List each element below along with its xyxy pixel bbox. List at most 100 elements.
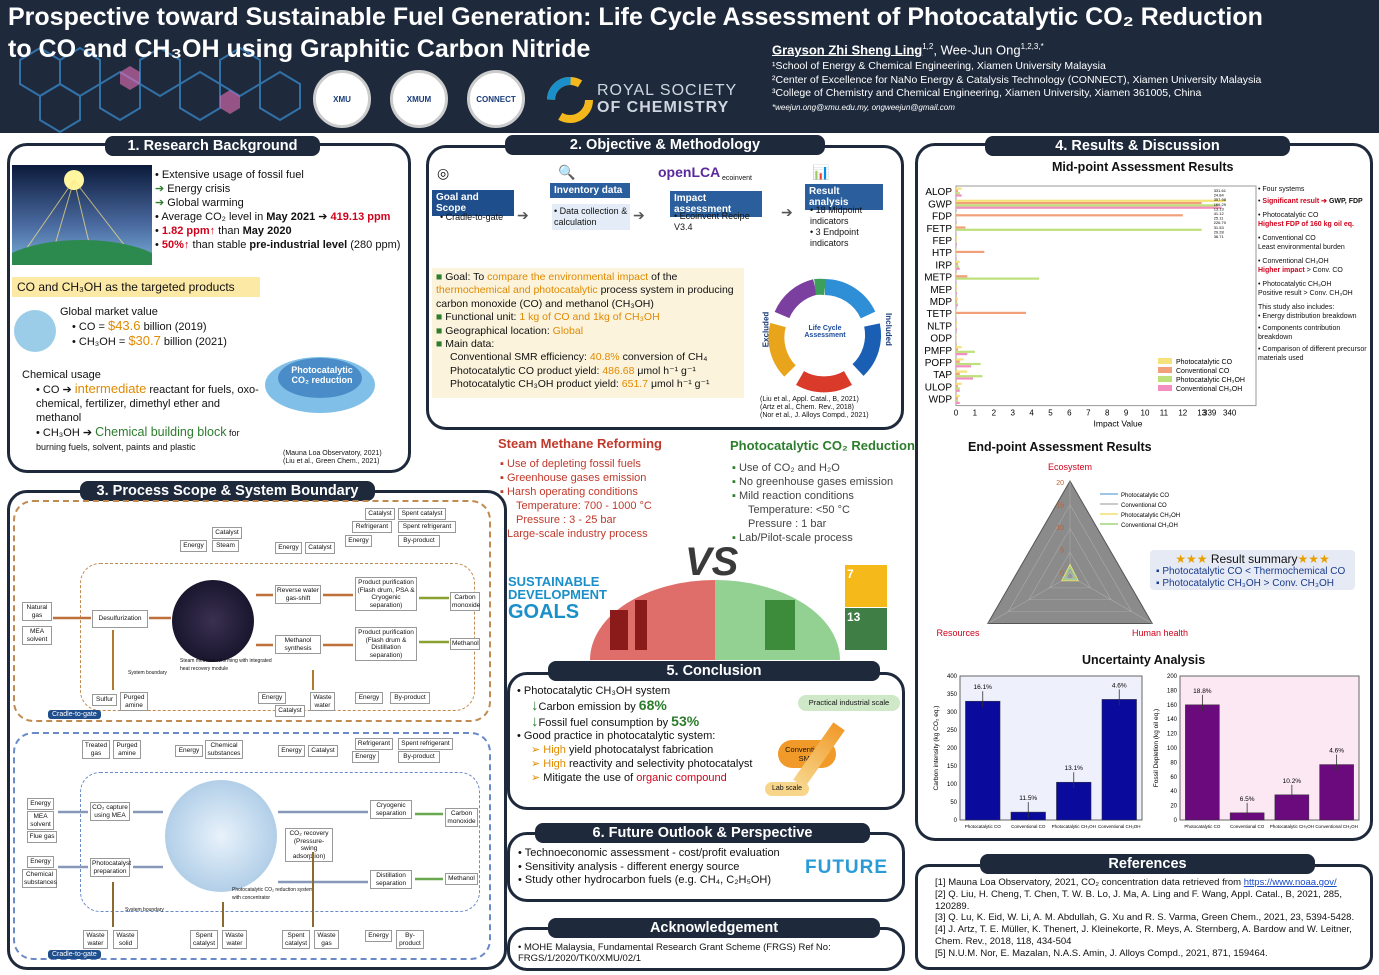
radar-grid: [1048, 551, 1092, 589]
mid-category-label: ALOP: [925, 187, 952, 198]
unc-xtick: Conventional CH₃OH: [1098, 824, 1141, 829]
unc-ytick: 200: [947, 746, 958, 752]
mid-category-label: FEP: [933, 236, 953, 247]
mid-bar: [956, 236, 957, 239]
mid-bar: [956, 226, 966, 229]
photo-list: ▪ Use of CO₂ and H₂O ▪ No greenhouse gas…: [732, 462, 894, 544]
unc-bar: [1319, 764, 1354, 821]
mid-bar: [956, 289, 957, 292]
unc-ytick: 50: [950, 800, 957, 806]
mid-category-label: METP: [924, 273, 952, 284]
section4-title: 4. Results & Discussion: [985, 136, 1290, 156]
hexagon-decoration: [19, 46, 301, 133]
co2-capture-box: CO₂ capture using MEA: [90, 802, 130, 821]
mid-category-label: ODP: [930, 334, 952, 345]
radar-series: [1065, 570, 1075, 579]
meth-syn-box: Methanol synthesis: [275, 635, 321, 654]
arrow-up-icon: ↑: [183, 239, 190, 251]
chemical-usage: Chemical usage • CO ➔ intermediate react…: [22, 369, 259, 452]
mid-bar: [956, 346, 962, 349]
mid-bar: [956, 321, 957, 324]
mid-bar: [956, 326, 957, 329]
mid-tick-label: 7: [1086, 409, 1091, 418]
mid-bar: [956, 285, 957, 288]
connect-logo: CONNECT: [467, 70, 525, 128]
mid-bar: [956, 299, 957, 302]
mid-bar-label: 41.12: [1214, 211, 1225, 216]
radar-axis: [987, 575, 1071, 624]
sdg7-icon: 7: [845, 565, 887, 607]
references-panel: [915, 864, 1373, 970]
mid-category-label: WDP: [929, 395, 953, 406]
market-icon: [14, 310, 56, 352]
unc-bar-label: 11.5%: [1019, 795, 1037, 802]
mid-bar-label: 25.11: [1214, 216, 1224, 221]
mid-category-label: FETP: [926, 224, 952, 235]
section3-title: 3. Process Scope & System Boundary: [80, 481, 375, 501]
mid-bar-label: 331.61: [1214, 188, 1227, 193]
mid-bar: [956, 216, 957, 219]
unc-ytick: 0: [954, 818, 958, 824]
mid-bar: [956, 365, 972, 368]
smr-list: ▪ Use of depleting fossil fuels ▪ Greenh…: [500, 458, 652, 540]
mid-bar: [956, 240, 957, 244]
mid-category-label: IRP: [935, 260, 952, 271]
background-bullets: • Extensive usage of fossil fuel ➔ Energ…: [155, 169, 401, 251]
mid-bar: [956, 267, 960, 270]
mid-tick-label: 4: [1029, 409, 1034, 418]
mid-bar-label: 24.84: [1214, 193, 1225, 198]
mid-tick-label: 10: [1141, 409, 1150, 418]
mid-bar: [956, 358, 964, 361]
s2-citations: (Liu et al., Appl. Catal., B, 2021)(Artz…: [760, 396, 869, 419]
mid-bar-label: 31.53: [1214, 225, 1225, 230]
mid-category-label: HTP: [932, 248, 952, 259]
mid-bar: [956, 199, 1226, 202]
future-list: • Technoeconomic assessment - cost/profi…: [518, 847, 780, 886]
mid-bar: [956, 279, 957, 282]
radar-label-top: Ecosystem: [1048, 462, 1092, 472]
photocatalytic-boundary: [13, 732, 491, 960]
arrow-right-icon: ➔: [517, 207, 529, 223]
mid-tick-label: 1: [973, 409, 978, 418]
mid-bar: [956, 277, 1040, 280]
unc-ytick: 120: [1167, 732, 1178, 738]
unc-ytick: 80: [1170, 760, 1177, 766]
mid-bar: [956, 340, 957, 343]
mid-category-label: ULOP: [925, 382, 953, 393]
unc-ytick: 300: [947, 710, 958, 716]
conclusion-list: • Photocatalytic CH₃OH system ↓Carbon em…: [517, 685, 753, 784]
lca-cycle-diagram: Life Cycle Assessment Excluded Included: [760, 275, 893, 395]
mid-legend-swatch: [1158, 376, 1172, 382]
mid-xlabel: Impact Value: [1094, 419, 1143, 429]
unc-bar: [1185, 704, 1220, 821]
unc-xtick: Photocatalytic CH₃OH: [1052, 824, 1096, 829]
unc-ytick: 160: [1167, 703, 1178, 709]
authors: Grayson Zhi Sheng Ling1,2, Wee-Jun Ong1,…: [772, 42, 1044, 58]
ack-title: Acknowledgement: [548, 918, 880, 938]
mid-bar: [956, 204, 1218, 207]
methanol-out-box: Methanol: [450, 638, 480, 650]
mid-bar: [956, 275, 968, 278]
mid-bar: [956, 336, 957, 339]
unc-xtick: Photocatalytic CO: [1184, 824, 1221, 829]
noaa-link[interactable]: https://www.noaa.gov/: [1243, 877, 1337, 888]
xmum-logo: XMUM: [390, 70, 448, 128]
unc-ytick: 0: [1174, 818, 1178, 824]
mid-category-label: POFP: [925, 358, 953, 369]
mid-tick-label: 339: [1203, 409, 1217, 418]
radar-legend-label: Photocatalytic CO: [1121, 493, 1169, 499]
radar-series: [1060, 563, 1080, 582]
radar-tick: 5: [1060, 548, 1064, 555]
uncertainty-title: Uncertainty Analysis: [1082, 653, 1206, 667]
mid-bar: [956, 214, 1183, 217]
step-impact: Impact assessment: [670, 191, 762, 217]
step-inventory: Inventory data: [550, 183, 630, 198]
mid-bar: [956, 206, 1222, 209]
step-result-text: • 18 Midpoint indicators• 3 Endpoint ind…: [810, 205, 863, 248]
mid-bar: [956, 292, 957, 295]
mid-bar: [956, 375, 983, 378]
mid-tick-label: 11: [1160, 409, 1169, 418]
natural-gas-box: Natural gas: [22, 602, 52, 621]
